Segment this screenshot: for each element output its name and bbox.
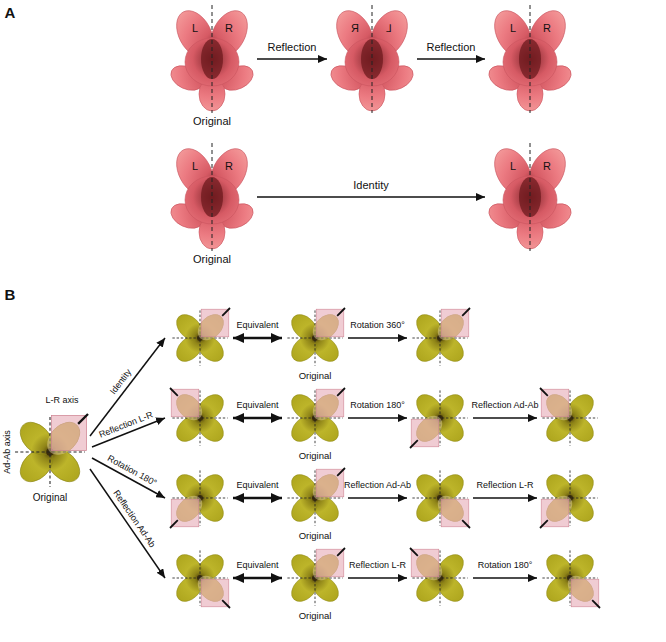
annotation-label: A xyxy=(5,5,16,20)
annotation-label: Equivalent xyxy=(236,401,278,410)
snapdragon-flower xyxy=(167,142,257,252)
equivalence-arrow xyxy=(233,337,282,340)
annotation-label: Rotation 180° xyxy=(106,454,158,488)
annotation-label: Reflection L-R xyxy=(349,561,406,570)
flower-node: L R Original xyxy=(167,4,257,128)
flower-caption: Original xyxy=(193,254,231,265)
marked-petal xyxy=(540,388,577,425)
petal-letter: L xyxy=(192,23,198,34)
flower-node: LR xyxy=(485,4,575,128)
petal-letter: R xyxy=(225,23,233,34)
marked-petal xyxy=(563,571,600,608)
transformation-arrow xyxy=(348,497,407,499)
annotation-label: Original xyxy=(299,531,332,541)
annotation-label: Original xyxy=(299,371,332,381)
equivalence-arrow xyxy=(233,577,282,580)
petal-letter: R xyxy=(543,23,551,34)
annotation-label: Equivalent xyxy=(236,321,278,330)
transformation-arrow xyxy=(348,337,407,339)
annotation-label: Reflection L-R xyxy=(476,481,533,490)
snapdragon-drawing xyxy=(167,4,257,113)
snapdragon-drawing xyxy=(327,4,417,113)
transformation-arrow xyxy=(348,417,407,419)
transformation-arrow xyxy=(257,58,327,60)
annotation-label: L-R axis xyxy=(45,396,78,405)
annotation-label: Equivalent xyxy=(236,561,278,570)
transformation-arrow xyxy=(473,417,537,419)
snapdragon-drawing xyxy=(485,142,575,251)
snapdragon-flower xyxy=(167,4,257,114)
marked-petal xyxy=(308,468,345,505)
marked-petal xyxy=(193,571,230,608)
transformation-arrow xyxy=(473,497,537,499)
edge-label: Reflection xyxy=(427,42,476,53)
petal-letter: R xyxy=(543,161,551,172)
flower-node: Я⅃ xyxy=(327,4,417,128)
snapdragon-flower xyxy=(327,4,417,114)
petal-letter: L xyxy=(192,161,198,172)
transformation-arrow xyxy=(257,196,485,198)
marked-petal xyxy=(308,308,345,345)
edge-label: Identity xyxy=(353,180,388,191)
marked-petal xyxy=(193,308,230,345)
transformation-arrow xyxy=(348,577,407,579)
flower-node: L R Original xyxy=(167,142,257,266)
marked-petal xyxy=(170,388,207,425)
marked-petal xyxy=(308,388,345,425)
marked-petal xyxy=(308,548,345,585)
annotation-label: Reflection Ad-Ab xyxy=(471,401,538,410)
annotation-label: Original xyxy=(33,493,67,503)
annotation-label: Original xyxy=(299,611,332,621)
petal-letter: R xyxy=(225,161,233,172)
annotation-label: Reflection Ad-Ab xyxy=(111,489,156,549)
annotation-label: Ad-Ab axis xyxy=(3,430,12,474)
annotation-label: Identity xyxy=(109,368,134,397)
equivalence-arrow xyxy=(233,417,282,420)
marked-petal xyxy=(41,414,88,461)
marked-petal xyxy=(433,308,470,345)
marked-petal xyxy=(410,548,447,585)
annotation-label: Rotation 180° xyxy=(478,561,533,570)
snapdragon-flower xyxy=(485,4,575,114)
transformation-arrow xyxy=(417,58,485,60)
marked-petal xyxy=(410,411,447,448)
annotation-label: B xyxy=(5,287,16,302)
annotation-label: Rotation 180° xyxy=(350,401,405,410)
snapdragon-drawing xyxy=(167,142,257,251)
petal-letter: L xyxy=(510,161,516,172)
annotation-label: Reflection Ad-Ab xyxy=(344,481,411,490)
marked-petal xyxy=(540,491,577,528)
flower-node: LR xyxy=(485,142,575,266)
annotation-label: Original xyxy=(299,451,332,461)
flower-caption: Original xyxy=(193,116,231,127)
petal-letter: L xyxy=(510,23,516,34)
marked-petal xyxy=(433,491,470,528)
petal-letter: Я xyxy=(351,23,359,34)
petal-letter: ⅃ xyxy=(386,23,392,34)
annotation-label: Rotation 360° xyxy=(350,321,405,330)
marked-petal xyxy=(170,491,207,528)
snapdragon-flower xyxy=(485,142,575,252)
annotation-label: Equivalent xyxy=(236,481,278,490)
transformation-arrow xyxy=(473,577,537,579)
edge-label: Reflection xyxy=(268,42,317,53)
equivalence-arrow xyxy=(233,497,282,500)
snapdragon-drawing xyxy=(485,4,575,113)
